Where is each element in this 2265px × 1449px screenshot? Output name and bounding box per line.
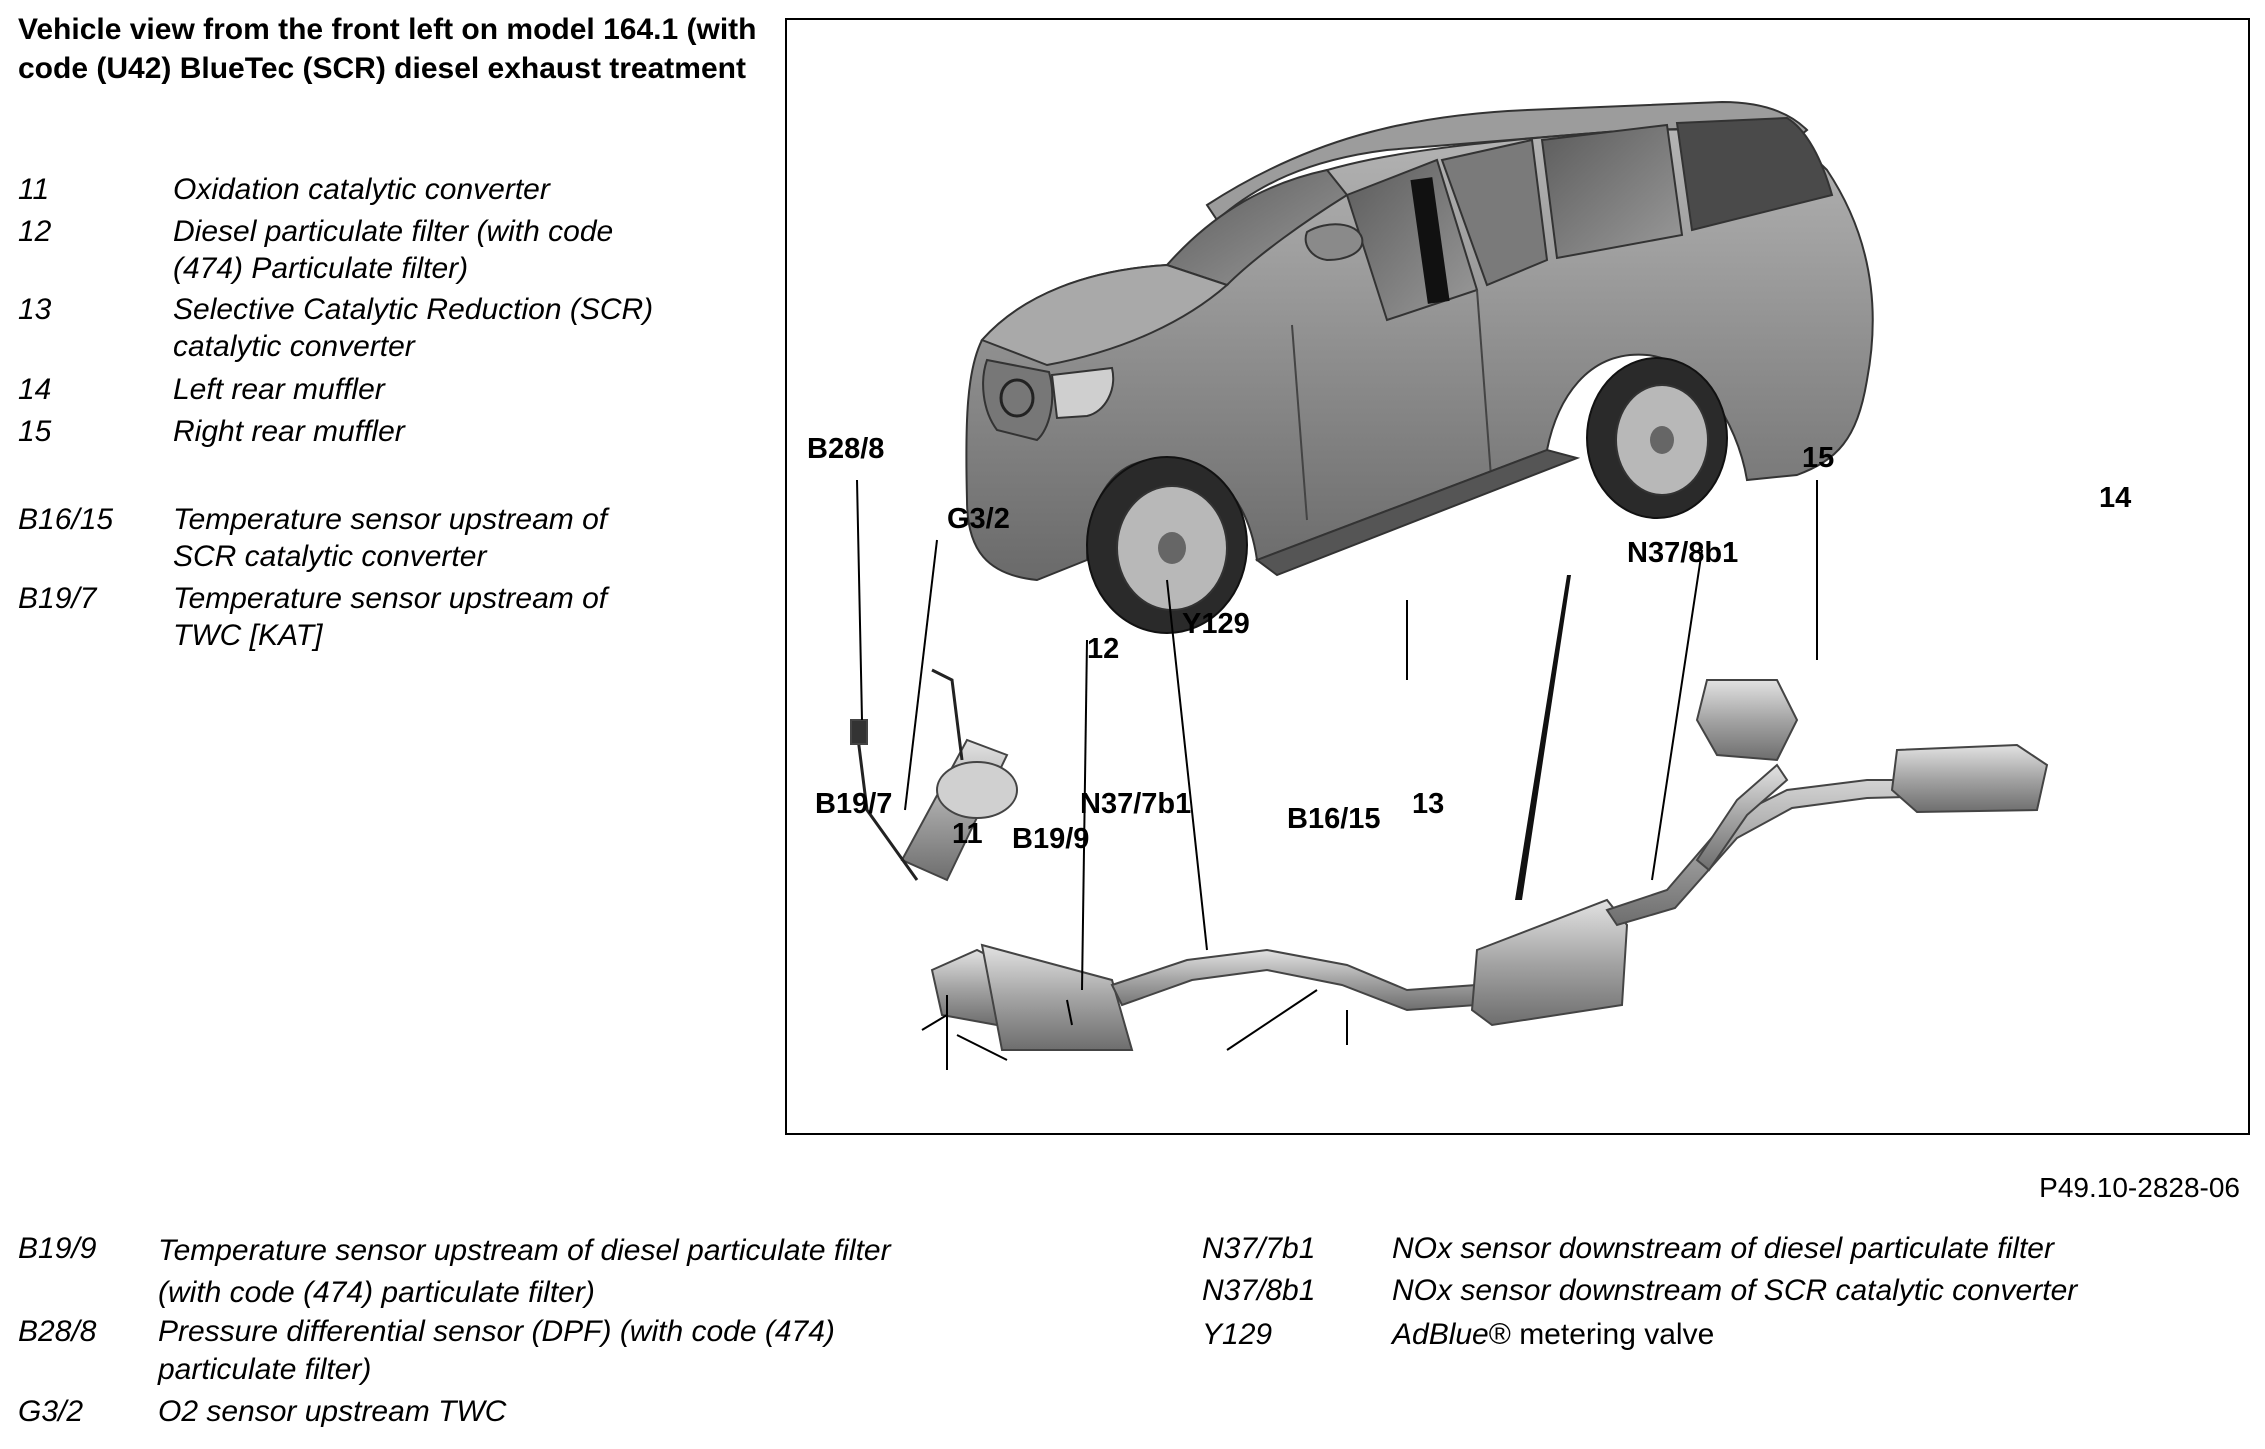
callout-15: 15 bbox=[1802, 442, 1835, 474]
callout-b19-7: B19/7 bbox=[815, 788, 893, 820]
legend-desc-italic: AdBlue bbox=[1392, 1318, 1489, 1351]
front-wheel bbox=[1086, 456, 1248, 634]
legend-code: B16/15 bbox=[18, 503, 114, 536]
legend-code: N37/7b1 bbox=[1202, 1232, 1316, 1265]
legend-code: B28/8 bbox=[18, 1315, 97, 1348]
legend-desc: AdBlue® metering valve bbox=[1392, 1316, 1714, 1353]
vehicle-figure: B28/8 G3/2 Y129 12 15 14 N37/8b1 B19/7 1… bbox=[785, 18, 2250, 1135]
legend-code: B19/7 bbox=[18, 582, 97, 615]
legend-item-b16-15: B16/15 Temperature sensor upstream of SC… bbox=[18, 501, 758, 575]
pointer-wedge bbox=[1515, 575, 1571, 900]
legend-item-y129: Y129 AdBlue® metering valve bbox=[1202, 1316, 2252, 1356]
legend-desc: Diesel particulate filter (with code (47… bbox=[173, 215, 614, 285]
callout-n37-8b1: N37/8b1 bbox=[1627, 537, 1739, 569]
legend-item-n37-7b1: N37/7b1 NOx sensor downstream of diesel … bbox=[1202, 1230, 2252, 1270]
legend-code: Y129 bbox=[1202, 1318, 1273, 1351]
legend-desc-normal: ® metering valve bbox=[1488, 1318, 1715, 1351]
legend-desc: NOx sensor downstream of diesel particul… bbox=[1392, 1232, 2054, 1265]
legend-item-b19-9: B19/9 Temperature sensor upstream of die… bbox=[18, 1230, 1158, 1310]
legend-code: 12 bbox=[18, 215, 52, 248]
legend-item-b28-8: B28/8 Pressure differential sensor (DPF)… bbox=[18, 1313, 1158, 1393]
legend-item-13: 13 Selective Catalytic Reduction (SCR) c… bbox=[18, 291, 758, 365]
legend-item-14: 14 Left rear muffler bbox=[18, 371, 758, 408]
callout-y129: Y129 bbox=[1182, 608, 1250, 640]
legend-item-11: 11 Oxidation catalytic converter bbox=[18, 171, 758, 208]
rear-wheel bbox=[1586, 357, 1728, 519]
legend-desc: Left rear muffler bbox=[173, 373, 385, 406]
callout-13: 13 bbox=[1412, 788, 1445, 820]
callout-n37-7b1: N37/7b1 bbox=[1080, 788, 1192, 820]
legend-item-g3-2: G3/2 O2 sensor upstream TWC bbox=[18, 1393, 1158, 1433]
callout-14: 14 bbox=[2099, 482, 2132, 514]
leader-lines bbox=[856, 479, 1818, 1070]
legend-item-15: 15 Right rear muffler bbox=[18, 413, 758, 450]
vehicle-exhaust-illustration bbox=[850, 100, 2049, 1070]
car-body bbox=[965, 100, 1874, 634]
legend-desc: Oxidation catalytic converter bbox=[173, 173, 550, 206]
legend-item-b19-7: B19/7 Temperature sensor upstream of TWC… bbox=[18, 580, 758, 654]
legend-code: 13 bbox=[18, 293, 52, 326]
figure-reference: P49.10-2828-06 bbox=[2039, 1172, 2240, 1203]
legend-desc: NOx sensor downstream of SCR catalytic c… bbox=[1392, 1274, 2078, 1307]
callout-b16-15: B16/15 bbox=[1287, 803, 1381, 835]
legend-desc: Right rear muffler bbox=[173, 415, 405, 448]
legend-item-12: 12 Diesel particulate filter (with code … bbox=[18, 213, 758, 287]
legend-desc: O2 sensor upstream TWC bbox=[158, 1395, 507, 1428]
legend-desc: Temperature sensor upstream of SCR catal… bbox=[173, 503, 608, 573]
diagram-title: Vehicle view from the front left on mode… bbox=[18, 13, 757, 85]
legend-code: 15 bbox=[18, 415, 52, 448]
legend-code: B19/9 bbox=[18, 1232, 97, 1265]
callout-b28-8: B28/8 bbox=[807, 433, 885, 465]
callout-b19-9: B19/9 bbox=[1012, 823, 1090, 855]
exhaust-system bbox=[850, 668, 2049, 1051]
legend-desc: Selective Catalytic Reduction (SCR) cata… bbox=[173, 293, 654, 363]
legend-desc: Pressure differential sensor (DPF) (with… bbox=[158, 1315, 835, 1386]
callout-12: 12 bbox=[1087, 633, 1120, 665]
legend-desc: Temperature sensor upstream of diesel pa… bbox=[158, 1234, 891, 1309]
legend-code: 14 bbox=[18, 373, 52, 406]
callout-11: 11 bbox=[952, 818, 983, 850]
legend-code: N37/8b1 bbox=[1202, 1274, 1316, 1307]
legend-code: 11 bbox=[18, 173, 50, 206]
legend-code: G3/2 bbox=[18, 1395, 84, 1428]
legend-desc: Temperature sensor upstream of TWC [KAT] bbox=[173, 582, 608, 652]
callout-g3-2: G3/2 bbox=[947, 503, 1010, 535]
legend-item-n37-8b1: N37/8b1 NOx sensor downstream of SCR cat… bbox=[1202, 1272, 2252, 1312]
